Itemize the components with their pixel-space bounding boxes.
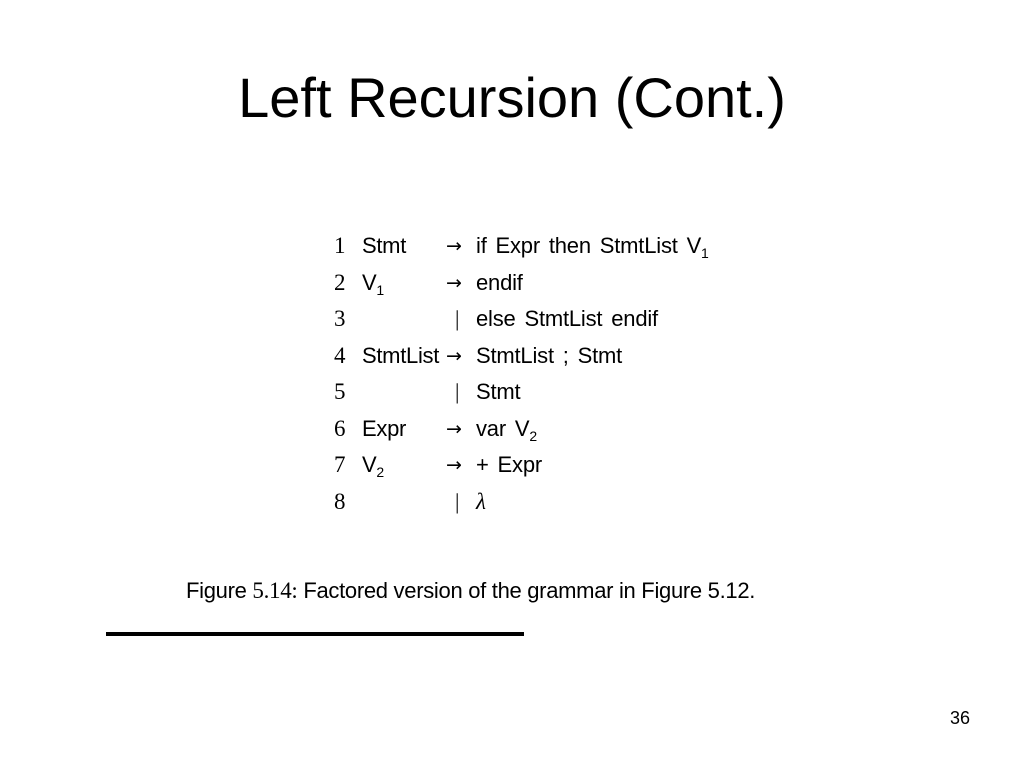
rule-lhs: StmtList [362, 342, 440, 368]
rule-rhs: endif [476, 269, 523, 295]
rule-lhs: V1 [362, 269, 384, 298]
rule-rhs: var V2 [476, 415, 537, 444]
rule-arrow: → [446, 344, 462, 367]
grammar-rule: 2 V1 → endif [334, 265, 754, 302]
rule-rhs: + Expr [476, 452, 542, 477]
grammar-rule: 5 | Stmt [334, 374, 754, 411]
rule-alternative-bar: | [455, 379, 460, 404]
rule-arrow: → [446, 235, 462, 257]
rule-number: 1 [334, 233, 346, 258]
grammar-rule: 3 | else StmtList endif [334, 301, 754, 338]
rule-rhs: StmtList ; Stmt [476, 342, 623, 368]
rule-number: 4 [334, 342, 346, 368]
grammar-rule: 8 | λ [334, 484, 754, 521]
caption-text: Factored version of the grammar in Figur… [303, 578, 756, 603]
rule-arrow: → [446, 417, 462, 440]
horizontal-divider [106, 632, 524, 636]
rule-arrow: → [446, 271, 462, 294]
caption-figure-number: 5.14: [252, 578, 298, 603]
rule-number: 6 [334, 415, 346, 441]
rule-rhs-lambda: λ [476, 488, 486, 514]
rule-lhs: V2 [362, 452, 384, 480]
rule-number: 3 [334, 306, 346, 331]
rule-lhs: Expr [362, 415, 407, 441]
rule-arrow: → [446, 454, 462, 476]
slide-title: Left Recursion (Cont.) [238, 66, 786, 129]
rule-alternative-bar: | [455, 306, 460, 331]
rule-number: 2 [334, 269, 346, 295]
rule-lhs: Stmt [362, 233, 407, 258]
grammar-rule: 7 V2 → + Expr [334, 447, 754, 484]
rule-number: 5 [334, 379, 346, 404]
rule-rhs: else StmtList endif [476, 306, 658, 331]
rule-number: 8 [334, 488, 346, 514]
page-number: 36 [949, 708, 970, 728]
grammar-rule: 6 Expr → var V2 [334, 411, 754, 448]
grammar-rule: 1 Stmt → if Expr then StmtList V1 [334, 228, 754, 265]
grammar-listing: 1 Stmt → if Expr then StmtList V1 2 V1 →… [334, 228, 754, 520]
caption-label: Figure [186, 578, 247, 603]
rule-rhs: Stmt [476, 379, 521, 404]
rule-rhs: if Expr then StmtList V1 [476, 233, 709, 261]
figure-caption: Figure 5.14: Factored version of the gra… [186, 574, 755, 608]
rule-alternative-bar: | [455, 488, 460, 514]
grammar-rule: 4 StmtList → StmtList ; Stmt [334, 338, 754, 375]
rule-number: 7 [334, 452, 346, 477]
